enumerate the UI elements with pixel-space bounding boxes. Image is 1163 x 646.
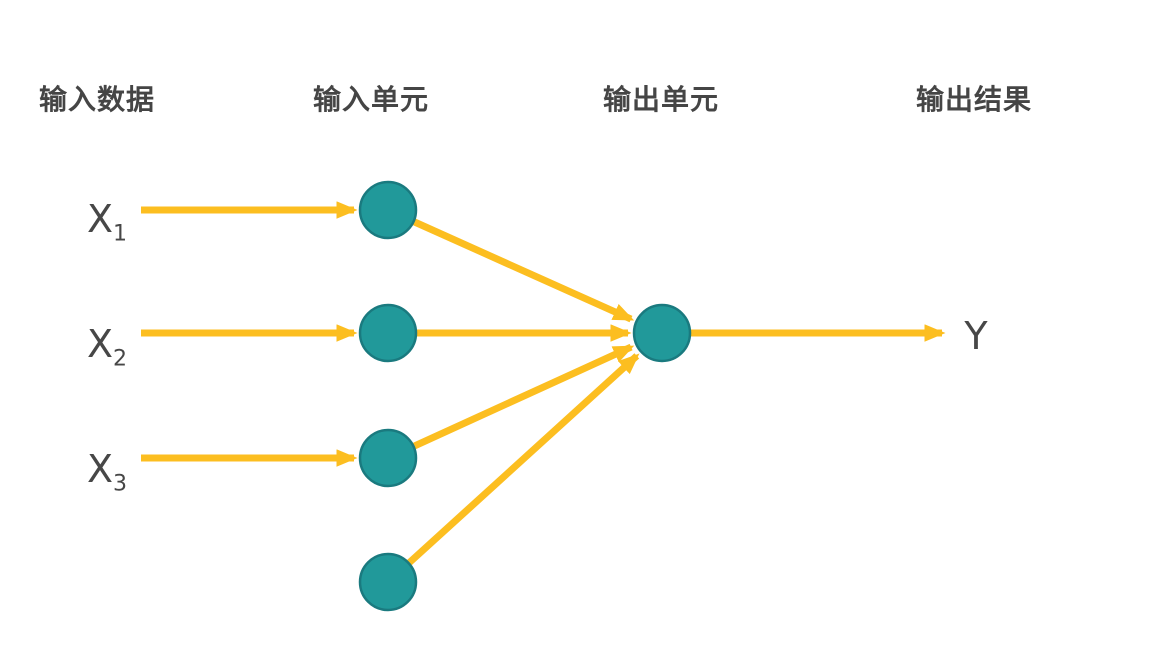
column-header-input-units: 输入单元 <box>312 83 430 116</box>
input-node-2 <box>358 303 418 363</box>
edges-layer <box>141 201 946 566</box>
input-label-x2-subscript: 2 <box>113 346 128 372</box>
input-node-3 <box>358 428 418 488</box>
input-label-x1-base: X <box>86 197 114 241</box>
column-header-output-units: 输出单元 <box>602 83 720 116</box>
arrow-input3-to-output <box>412 343 635 450</box>
input-label-x1-subscript: 1 <box>113 221 128 247</box>
input-label-x3-base: X <box>86 447 114 491</box>
input-label-x2-base: X <box>86 322 114 366</box>
input-node-4-bias <box>358 552 418 612</box>
input-label-x3-subscript: 3 <box>113 471 128 497</box>
output-node <box>632 303 692 363</box>
nodes-layer <box>358 180 692 612</box>
input-label-x1: X1 <box>86 197 127 245</box>
column-header-input-data: 输入数据 <box>38 83 156 116</box>
column-header-output-result: 输出结果 <box>915 83 1033 116</box>
output-label-y: Y <box>964 314 988 358</box>
arrow-input1-to-output <box>412 218 635 323</box>
arrow-input4-to-output <box>406 353 640 566</box>
input-label-x2: X2 <box>86 322 127 370</box>
input-node-1 <box>358 180 418 240</box>
input-label-x3: X3 <box>86 447 127 495</box>
